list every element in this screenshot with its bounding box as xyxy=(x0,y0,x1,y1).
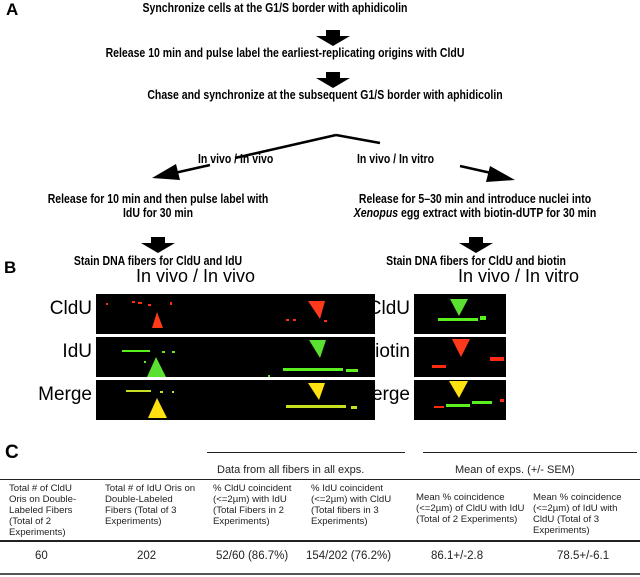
arrowhead-up-icon xyxy=(148,398,167,418)
arrowhead-down-icon xyxy=(450,299,468,316)
cell-idu-coincident: 154/202 (76.2%) xyxy=(306,550,392,562)
step-chase: Chase and synchronize at the subsequent … xyxy=(147,88,503,102)
fiber-image-cldu-right xyxy=(414,294,506,334)
fiber-image-merge-right xyxy=(414,380,506,420)
down-arrow-icon xyxy=(141,237,175,253)
down-arrow-icon xyxy=(459,237,493,253)
step-right-line2: Xenopus egg extract with biotin-dUTP for… xyxy=(354,206,597,220)
row-label-cldu-right: CldU xyxy=(367,298,410,319)
column-header-mean-cldu: Mean % coincidence (<=2µm) of CldU with … xyxy=(416,492,525,525)
step-right-line1: Release for 5–30 min and introduce nucle… xyxy=(358,192,592,206)
group-header-all-fibers: Data from all fibers in all exps. xyxy=(217,464,365,476)
fiber-image-idu xyxy=(96,337,375,377)
arrowhead-down-icon xyxy=(308,383,325,400)
row-label-merge-right: Merge xyxy=(356,384,410,405)
arrowhead-down-icon xyxy=(452,339,470,357)
column-header-cldu-coincident: % CldU coincident (<=2µm) with IdU (Tota… xyxy=(213,483,292,527)
group-header-mean: Mean of exps. (+/- SEM) xyxy=(455,464,575,476)
down-arrow-icon xyxy=(316,72,350,88)
row-label-merge: Merge xyxy=(38,384,92,405)
row-label-biotin: Biotin xyxy=(362,341,410,362)
cell-mean-idu: 78.5+/-6.1 xyxy=(557,550,610,562)
panel-b-left-title: In vivo / In vivo xyxy=(136,266,256,286)
branch-label-in-vivo: In vivo / In vivo xyxy=(198,152,274,166)
step-release-pulse: Release 10 min and pulse label the earli… xyxy=(105,46,465,60)
panel-b-letter: B xyxy=(4,258,17,277)
cell-mean-cldu: 86.1+/-2.8 xyxy=(431,550,484,562)
step-right-stain: Stain DNA fibers for CldU and biotin xyxy=(386,254,566,268)
group-divider xyxy=(423,452,637,453)
row-divider xyxy=(0,540,640,542)
xenopus-text: Xenopus xyxy=(353,206,399,220)
arrowhead-down-icon xyxy=(309,340,326,358)
step-synchronize: Synchronize cells at the G1/S border wit… xyxy=(142,1,408,15)
step-right-line2-rest: egg extract with biotin-dUTP for 30 min xyxy=(398,206,597,220)
cell-idu-total: 202 xyxy=(137,550,157,562)
branch-arrows-icon xyxy=(152,133,515,182)
column-header-idu-coincident: % IdU coincident (<=2µm) with CldU (Tota… xyxy=(311,483,392,527)
step-left-release: Release for 10 min and then pulse label … xyxy=(48,192,269,220)
fiber-image-cldu xyxy=(96,294,375,334)
arrowhead-up-icon xyxy=(152,312,163,328)
panel-a-letter: A xyxy=(6,0,19,19)
branch-label-in-vitro: In vivo / In vitro xyxy=(357,152,435,166)
table-bottom-rule xyxy=(0,573,640,575)
cell-cldu-total: 60 xyxy=(35,550,48,562)
panel-c-letter: C xyxy=(5,442,19,463)
step-right-release: Release for 5–30 min and introduce nucle… xyxy=(354,192,597,220)
down-arrow-icon xyxy=(316,30,350,46)
arrowhead-down-icon xyxy=(449,381,468,398)
step-left-line2: IdU for 30 min xyxy=(122,206,193,220)
column-header-idu-total: Total # of IdU Oris on Double-Labeled Fi… xyxy=(105,483,196,527)
row-label-cldu: CldU xyxy=(49,298,92,319)
fiber-image-biotin xyxy=(414,337,506,377)
arrowhead-up-icon xyxy=(147,357,166,377)
column-header-cldu-total: Total # of CldU Oris on Double-Labeled F… xyxy=(9,483,77,538)
step-left-stain: Stain DNA fibers for CldU and IdU xyxy=(73,254,243,268)
row-label-idu: IdU xyxy=(62,341,92,362)
fiber-image-merge xyxy=(96,380,375,420)
group-divider xyxy=(207,452,405,453)
header-divider xyxy=(0,479,640,480)
arrowhead-down-icon xyxy=(308,301,325,319)
column-header-mean-idu: Mean % coincidence (<=2µm) of IdU with C… xyxy=(533,492,622,536)
step-left-line1: Release for 10 min and then pulse label … xyxy=(47,192,269,206)
panel-b-right-title: In vivo / In vitro xyxy=(458,266,580,286)
cell-cldu-coincident: 52/60 (86.7%) xyxy=(216,550,289,562)
